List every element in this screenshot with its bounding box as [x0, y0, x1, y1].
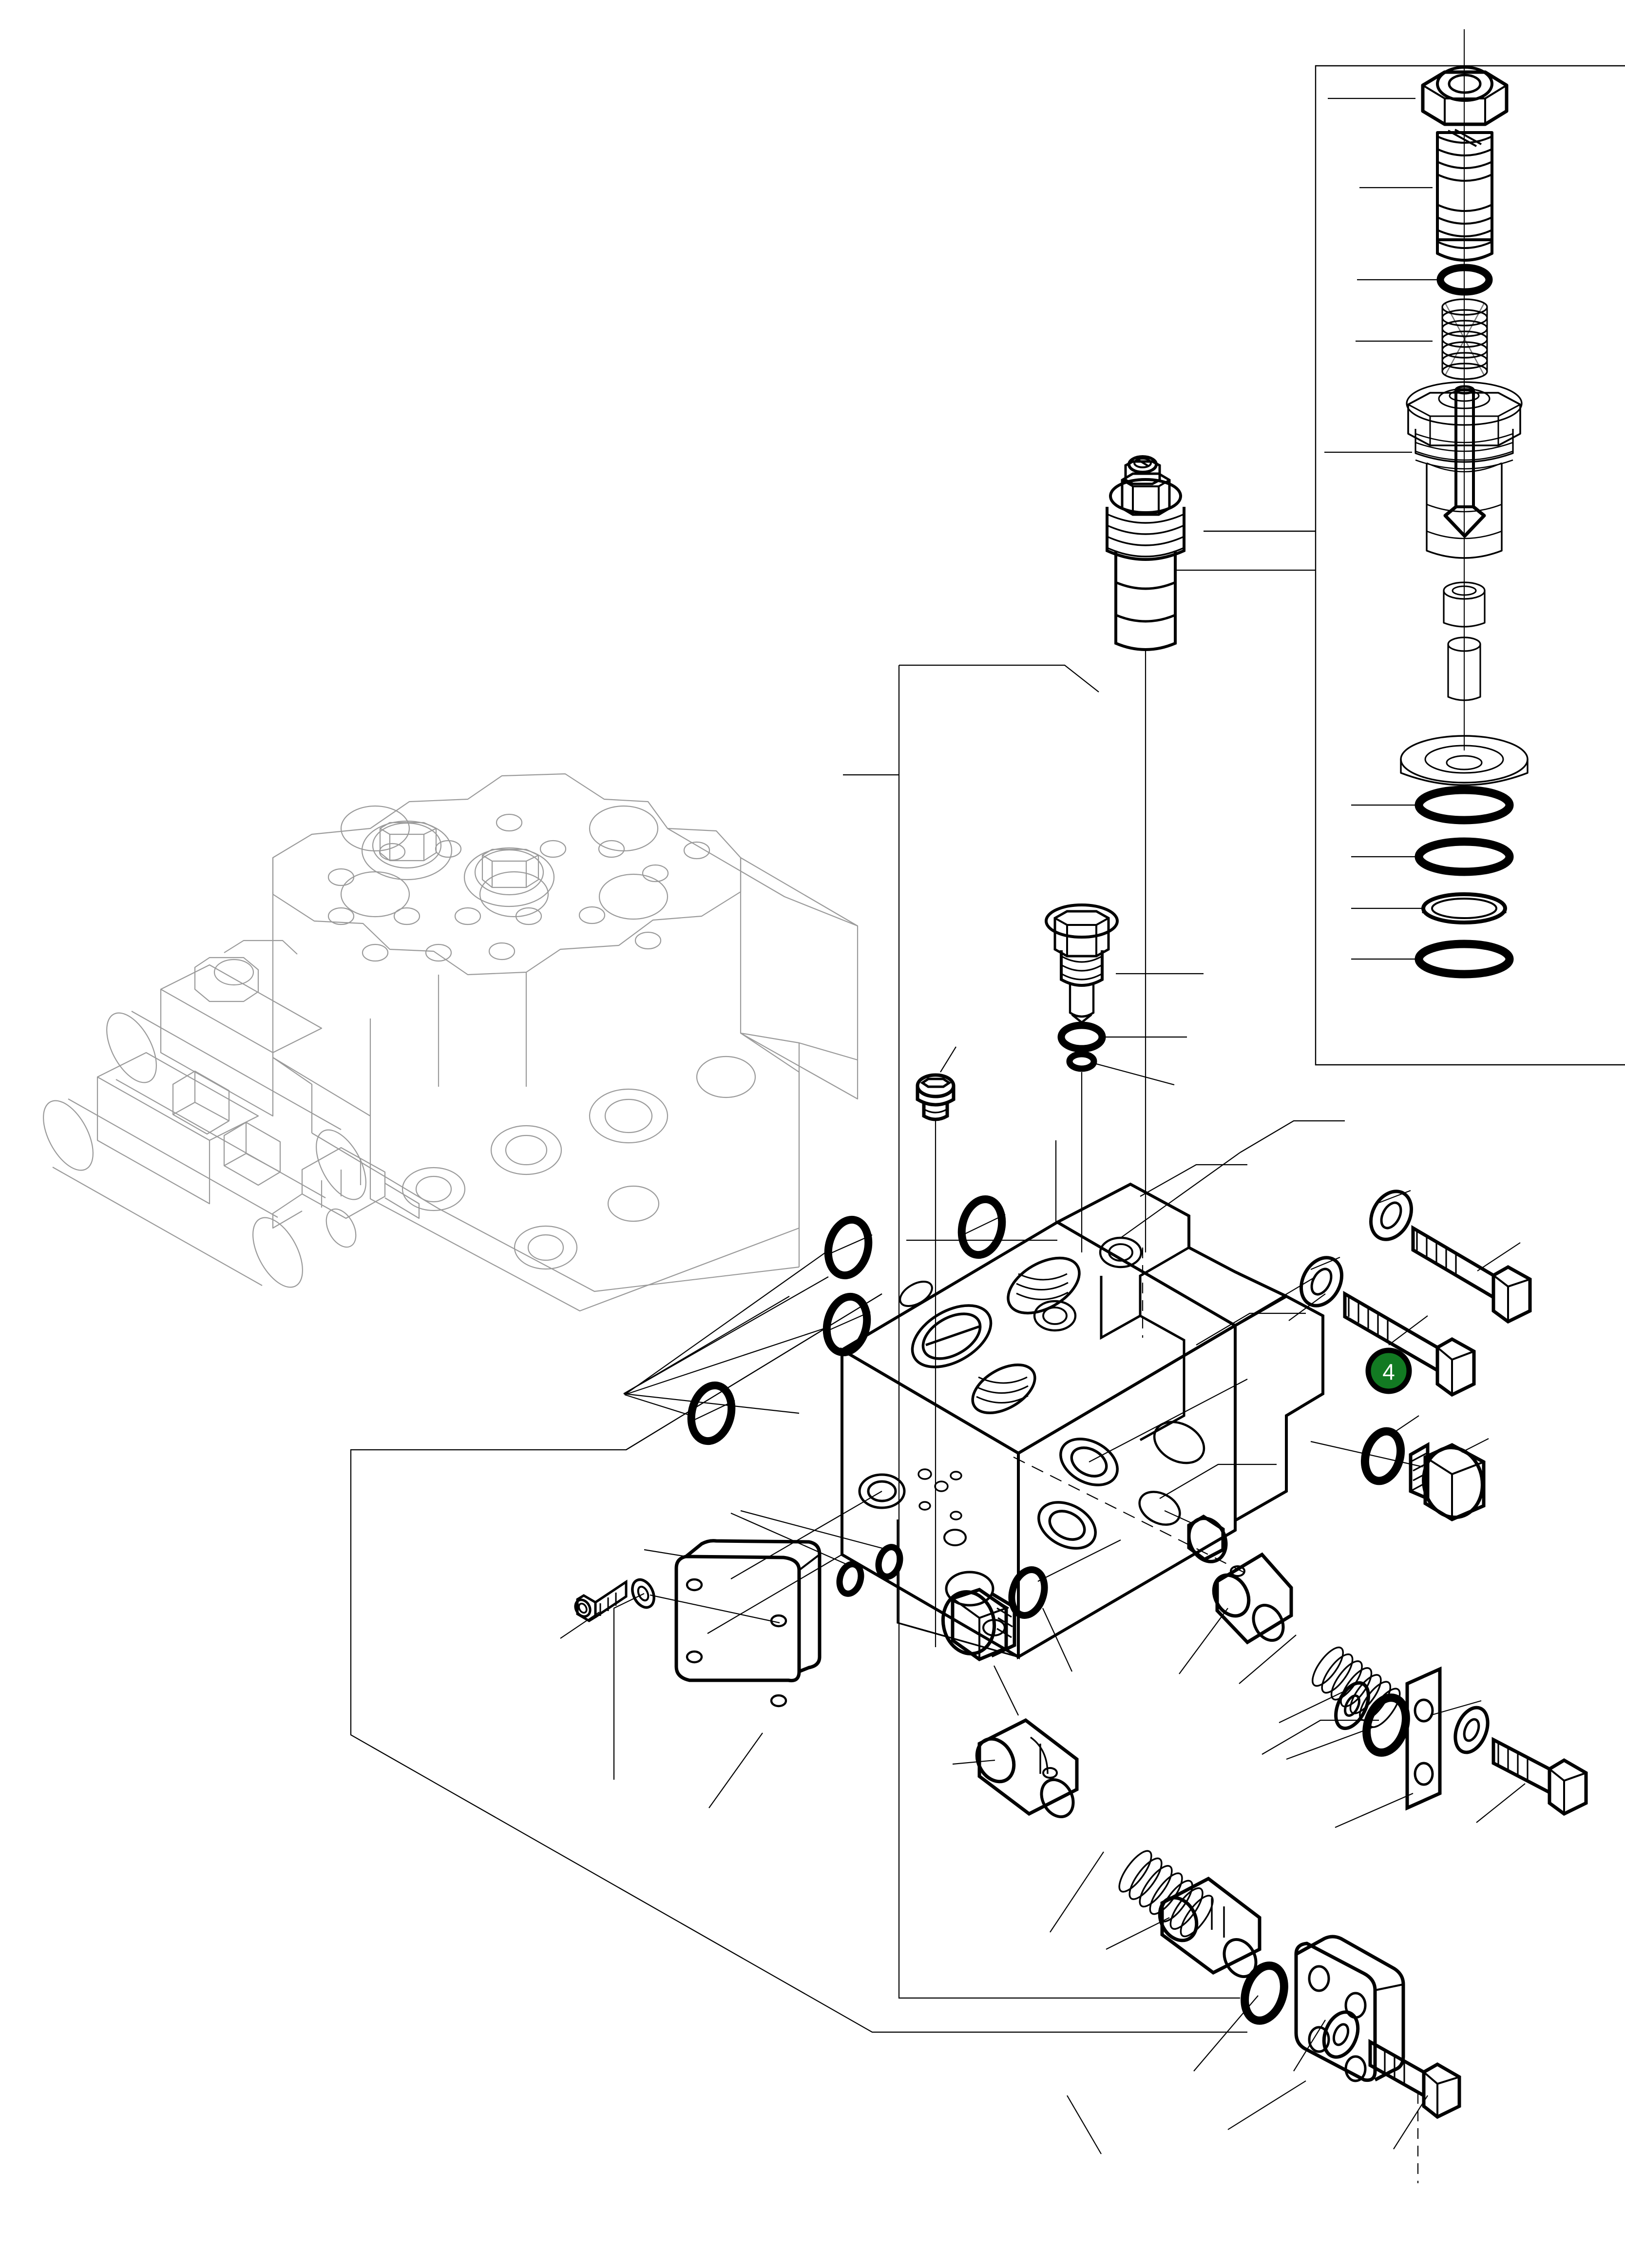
- ghost-main-valve-assembly: [43, 773, 859, 1312]
- adjusting-screw: [1436, 129, 1493, 262]
- o-ring-adjuster: [1436, 264, 1493, 296]
- o-ring-c: [957, 1195, 1006, 1259]
- callout-4[interactable]: 4: [1365, 1347, 1412, 1394]
- o-ring-set-housing: [624, 1195, 1006, 1445]
- cover-plate-left: [644, 1539, 822, 1808]
- bolt-lower-group: [1368, 2039, 1461, 2150]
- callout-label: 4: [1382, 1359, 1395, 1384]
- washer-lower-group: [1293, 2010, 1360, 2072]
- sleeve-plug-upper: [1164, 1510, 1228, 1563]
- washer-small-cover: [613, 1578, 655, 1780]
- backup-ring-plug-upper: [1066, 1051, 1097, 1072]
- sleeve-upper: [1179, 1552, 1293, 1674]
- o-ring-upper-group: [1362, 1693, 1410, 1757]
- o-ring-d: [687, 1381, 736, 1445]
- o-ring-plug-right: [1360, 1427, 1405, 1485]
- hex-plug-right: [1409, 1438, 1489, 1521]
- o-ring-lower-group: [1241, 1961, 1288, 2025]
- socket-head-plug: [916, 1046, 956, 1647]
- bolt-1: [1411, 1225, 1532, 1324]
- washer-upper-group: [1430, 1700, 1490, 1754]
- pin: [1447, 636, 1481, 701]
- o-ring-b: [822, 1292, 871, 1357]
- callout-circle[interactable]: [1365, 1347, 1412, 1394]
- o-ring-cover-large: [1008, 1566, 1048, 1619]
- sleeve-lower: [952, 1718, 1079, 1819]
- washer-bolt-2: [1288, 1256, 1343, 1321]
- main-relief-cartridge: [1106, 455, 1316, 1252]
- spring-seat-upper: [1279, 1681, 1370, 1730]
- cap-screw-small: [560, 1579, 628, 1639]
- o-ring-a: [824, 1215, 873, 1280]
- bolt-upper-group: [1476, 1737, 1588, 1823]
- cover-plate-lower: [1227, 1935, 1405, 2130]
- spool-spring-plate-lower: [952, 1718, 1461, 2150]
- relief-spring: [1441, 298, 1488, 380]
- side-cover-assembly: [560, 1510, 1121, 1808]
- washer-bolt-1: [1369, 1190, 1413, 1241]
- spool-spring-plate-upper: [1164, 1510, 1588, 1828]
- valve-housing-block: [730, 1140, 1324, 1660]
- seat-washer: [1400, 735, 1529, 786]
- plug-oring-right: [1310, 1415, 1489, 1521]
- relief-valve-detail-frame: [1204, 65, 1625, 1066]
- relief-valve-detail-parts: [1324, 29, 1529, 979]
- leader-frames: [350, 664, 1379, 2033]
- spool-lower: [1106, 1876, 1262, 1979]
- lock-nut: [1421, 66, 1509, 126]
- spacer-sleeve: [1443, 581, 1486, 628]
- valve-body-sleeve: [1406, 381, 1523, 559]
- hex-plug-cover: [941, 1588, 1019, 1716]
- hex-plug-upper-assembly: [1045, 903, 1204, 1252]
- retaining-plate-upper: [1335, 1666, 1442, 1828]
- bolt-2: [1343, 1290, 1476, 1397]
- spring-upper: [1239, 1634, 1401, 1728]
- o-ring-plug-upper: [1057, 1021, 1106, 1053]
- construction-lines: [707, 1248, 1419, 2183]
- o-ring-pair-cover: [836, 1544, 903, 1597]
- back-up-ring: [1421, 892, 1507, 924]
- bolt-pair-upper-right: [1288, 1190, 1532, 1397]
